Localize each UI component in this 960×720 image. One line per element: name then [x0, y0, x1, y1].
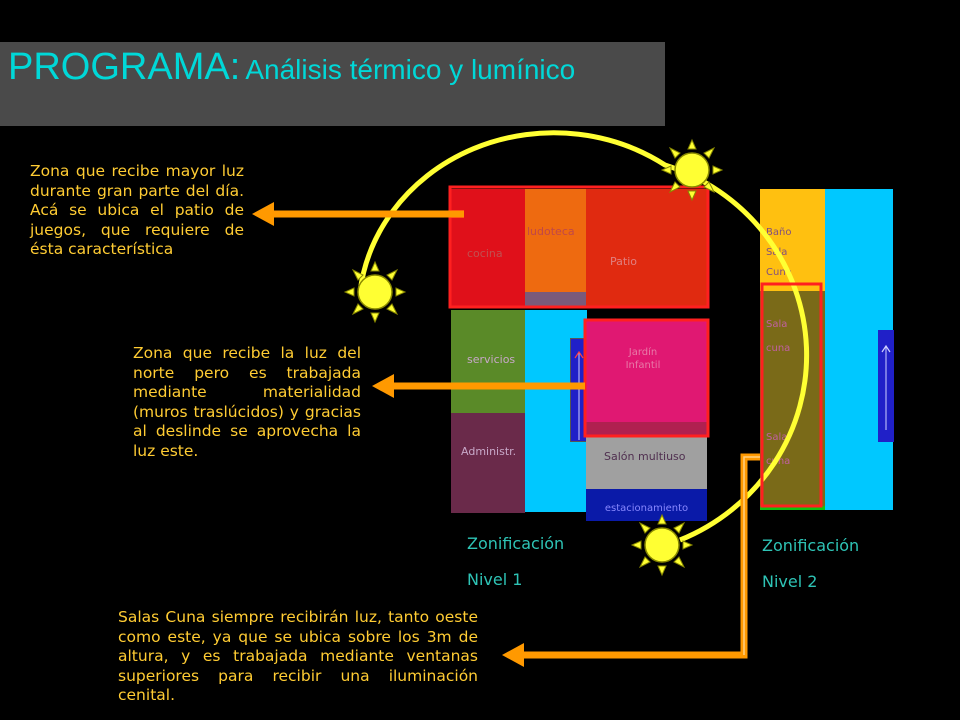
room-salon-multiuso: Salón multiuso [586, 437, 707, 489]
room-jardin-infantil: Jardín Infantil [586, 320, 707, 436]
description-zona-norte: Zona que recibe la luz del norte pero es… [133, 344, 361, 460]
room-cocina: cocina [451, 189, 525, 307]
sun-path [357, 130, 810, 543]
sun-icon-west [343, 260, 407, 324]
arrow-icon-salas-cuna [502, 453, 760, 667]
room-sala-cuna-2: Sala cuna [760, 291, 825, 404]
highlight-jardin-zone [583, 318, 710, 438]
label-salon: Salón multiuso [604, 450, 686, 463]
label-sala-3: Sala [766, 432, 788, 443]
highlight-patio-zone [448, 185, 710, 309]
label-cuna-1: Cuna [766, 267, 792, 278]
ludoteca-strip [525, 292, 586, 306]
highlight-salas-cuna [760, 282, 823, 508]
label-cocina: cocina [467, 247, 503, 260]
sun-icon-north [660, 138, 724, 202]
label-sala-cuna-2: Sala cuna [766, 313, 790, 361]
title-main: PROGRAMA: [8, 46, 241, 88]
sun-icon-south [630, 513, 694, 577]
label-ludoteca: ludoteca [527, 225, 575, 238]
label-patio: Patio [610, 255, 637, 268]
title-sub: Análisis térmico y lumínico [245, 54, 576, 85]
title-bar [0, 42, 665, 126]
room-patio: Patio [586, 189, 707, 306]
room-administr: Administr. [451, 413, 525, 513]
north-arrow-icon-2 [881, 344, 891, 430]
room-estacionamiento: estacionamiento [586, 489, 707, 521]
label-jardin: Jardín Infantil [625, 347, 661, 371]
label-administr: Administr. [461, 445, 517, 458]
label-cuna-2: cuna [766, 343, 791, 354]
room-servicios: servicios [451, 310, 525, 413]
description-zona-luz: Zona que recibe mayor luz durante gran p… [30, 162, 244, 259]
arrow-icon-zona-luz [252, 202, 464, 226]
nivel-label-2: Nivel 2 [762, 572, 818, 591]
arrow-icon-zona-norte [372, 374, 585, 398]
description-salas-cuna: Salas Cuna siempre recibirán luz, tanto … [118, 608, 478, 705]
label-bano: Baño [766, 227, 792, 238]
nivel-label-1: Nivel 1 [467, 570, 523, 589]
zonificacion-label-nivel-1: Zonificación [467, 534, 565, 553]
north-arrow-icon [574, 350, 584, 440]
zonificacion-label-nivel-2: Zonificación [762, 536, 860, 555]
label-servicios: servicios [467, 353, 516, 366]
jardin-strip [586, 422, 707, 436]
room-ludoteca: ludoteca [525, 189, 586, 292]
label-sala-2: Sala [766, 319, 788, 330]
page-title: PROGRAMA: Análisis térmico y lumínico [8, 46, 575, 89]
label-estacionamiento: estacionamiento [604, 503, 689, 514]
